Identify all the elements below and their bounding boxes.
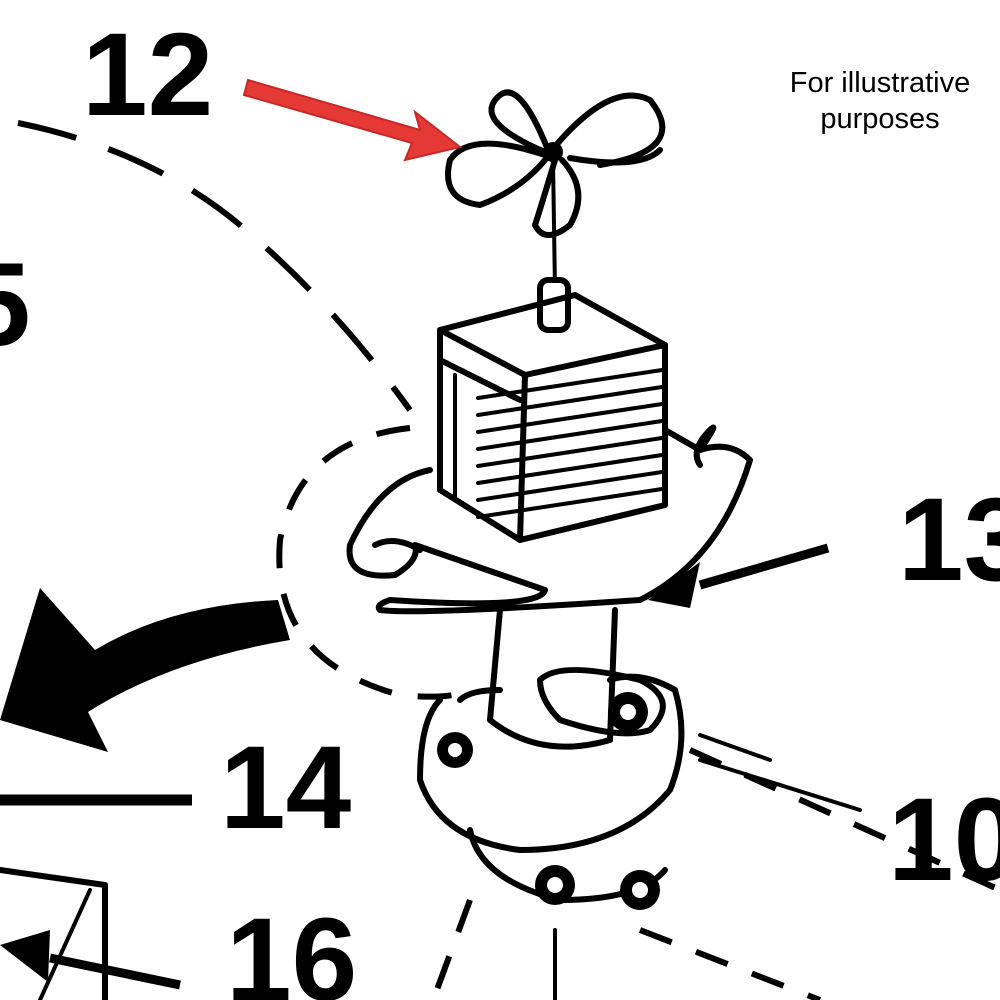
motor-fins — [476, 368, 664, 519]
callout-13-leader — [698, 543, 830, 590]
callout-13: 13 — [898, 474, 1000, 606]
callout-12-arrow — [242, 78, 463, 162]
callout-5: 5 — [0, 239, 31, 371]
callout-14: 14 — [220, 722, 351, 854]
callout-12: 12 — [82, 9, 213, 141]
evaporator-fan-motor — [437, 292, 668, 543]
lower-left-component — [0, 867, 108, 1000]
illustrative-note-line2: purposes — [820, 103, 939, 135]
dashed-arc-lines — [17, 120, 1000, 1000]
dashed-circle — [276, 425, 472, 700]
large-direction-arrow — [0, 588, 290, 752]
callout-13-arrowhead — [648, 562, 700, 608]
motor-mount-housing — [417, 607, 862, 1000]
callout-10: 10 — [888, 774, 1000, 906]
callout-16-arrowhead — [0, 930, 50, 982]
mounting-bracket — [346, 424, 753, 615]
illustrative-note-line1: For illustrative — [790, 67, 971, 99]
callout-16-leader — [49, 953, 181, 990]
fan-blade — [445, 89, 666, 292]
callout-16: 16 — [226, 894, 357, 1000]
leader-arrows — [0, 78, 830, 990]
